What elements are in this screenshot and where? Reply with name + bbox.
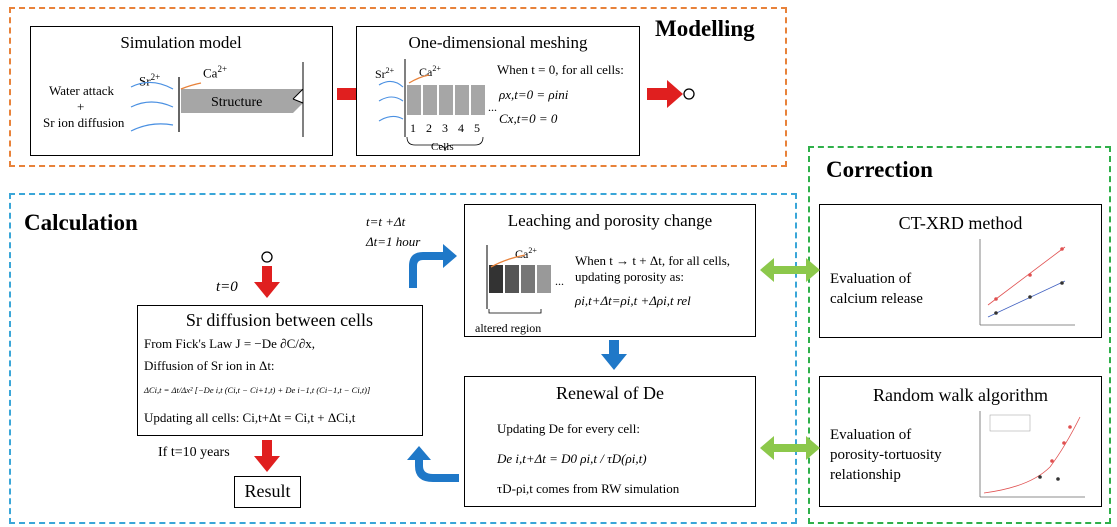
mesh-cells-drawing [378,59,485,152]
arrow-leaching-to-renewal [601,340,627,370]
sr-ion-label-text: Sr [139,73,151,89]
cell-number-4: 4 [458,121,464,135]
stop-condition: If t=10 years [158,445,230,460]
leaching-condition-2: updating porosity as: [575,269,685,284]
arrow-meshing-to-connector [647,80,683,108]
diffusion-title: Sr diffusion between cells [185,310,374,330]
leaching-equation: ρi,t+Δt=ρi,t +Δρi,t rel [575,293,691,308]
leaching-ca-text: Ca [515,247,529,261]
diffusion-box: Sr diffusion between cells From Fick's L… [137,305,423,436]
structure-label: Structure [211,95,263,110]
meshing-sr-text: Sr [375,67,386,81]
meshing-condition: When t = 0, for all cells: [497,62,624,77]
result-box: Result [234,476,301,508]
renewal-equation: De i,t+Δt = D0 ρi,t / τD(ρi,t) [497,451,647,466]
ct-xrd-mini-chart [979,239,1075,326]
ct-xrd-evaluation-1: Evaluation of [830,271,912,287]
cell-number-3: 3 [442,121,448,135]
leaching-box: Leaching and porosity change Ca2+ ... al… [464,204,756,337]
result-label: Result [244,481,291,501]
renewal-title: Renewal of De [556,383,664,403]
connector-circle-top [683,88,695,100]
meshing-sr-label: Sr2+ [375,66,395,81]
random-walk-box: Random walk algorithm Evaluation of poro… [819,376,1102,507]
modelling-frame [9,7,787,167]
random-walk-evaluation-3: relationship [830,467,901,483]
ca-ion-label-text: Ca [203,65,218,81]
arrow-ct-xrd-to-leaching [760,258,820,282]
calculation-frame [9,193,797,524]
sr-ion-label: Sr2+ [139,72,161,89]
leaching-ca-label: Ca2+ [515,246,537,261]
simulation-model-title: Simulation model [120,33,242,52]
ca-ion-label: Ca2+ [203,64,228,81]
renewal-box: Renewal of De Updating De for every cell… [464,376,756,507]
time-step-line1: t=t +Δt [366,214,406,229]
correction-heading: Correction [826,157,933,182]
correction-frame [808,146,1111,524]
renewal-updating: Updating De for every cell: [497,421,640,436]
altered-cells-drawing [486,245,551,314]
random-walk-mini-chart [979,411,1085,498]
random-walk-title: Random walk algorithm [873,385,1048,405]
leaching-dots: ... [555,274,564,288]
cell-number-2: 2 [426,121,432,135]
meshing-box: One-dimensional meshing Sr2+ Ca2+ ... 1 … [356,26,640,156]
cell-dots: ... [488,100,497,114]
leaching-condition-1: When t → t + Δt, for all cells, [575,253,731,268]
arrow-diffusion-to-leaching [409,244,457,288]
arrow-renewal-to-diffusion [407,446,459,482]
calculation-heading: Calculation [24,210,138,235]
cells-label: Cells [431,141,454,153]
structure-drawing [130,62,304,137]
ct-xrd-box: CT-XRD method Evaluation of calcium rele… [819,204,1102,338]
delta-equation: ΔCi,t = Δt/Δx² [−De i,t (Ci,t − Ci+1,t) … [144,385,371,395]
diffusion-of-sr: Diffusion of Sr ion in Δt: [144,358,275,373]
ct-xrd-evaluation-2: calcium release [830,291,923,307]
random-walk-evaluation-2: porosity-tortuosity [830,447,942,463]
ct-xrd-title: CT-XRD method [898,213,1023,233]
arrow-random-walk-to-renewal [760,436,820,460]
meshing-c-equation: Cx,t=0 = 0 [499,111,558,126]
sr-ion-diffusion-label: Sr ion diffusion [43,115,125,130]
cell-number-5: 5 [474,121,480,135]
updating-cells: Updating all cells: Ci,t+Δt = Ci,t + ΔCi… [144,410,356,425]
start-time-label: t=0 [216,279,238,295]
simulation-model-box: Simulation model Water attack + Sr ion d… [30,26,333,156]
time-step-line2: Δt=1 hour [366,234,421,249]
arrow-diffusion-to-result [254,440,280,472]
random-walk-evaluation-1: Evaluation of [830,427,912,443]
altered-region-label: altered region [475,321,542,335]
meshing-rho-equation: ρx,t=0 = ρini [499,87,569,102]
renewal-source: τD-ρi,t comes from RW simulation [497,481,680,496]
plus-label: + [77,99,85,114]
leaching-title: Leaching and porosity change [507,211,713,230]
connector-circle-start [261,251,273,263]
meshing-title: One-dimensional meshing [408,33,588,52]
arrow-start-to-diffusion [254,266,280,298]
water-attack-label: Water attack [49,83,114,98]
modelling-heading: Modelling [655,16,755,41]
cell-number-1: 1 [410,121,416,135]
ficks-law: From Fick's Law J = −De ∂C/∂x, [144,336,316,351]
